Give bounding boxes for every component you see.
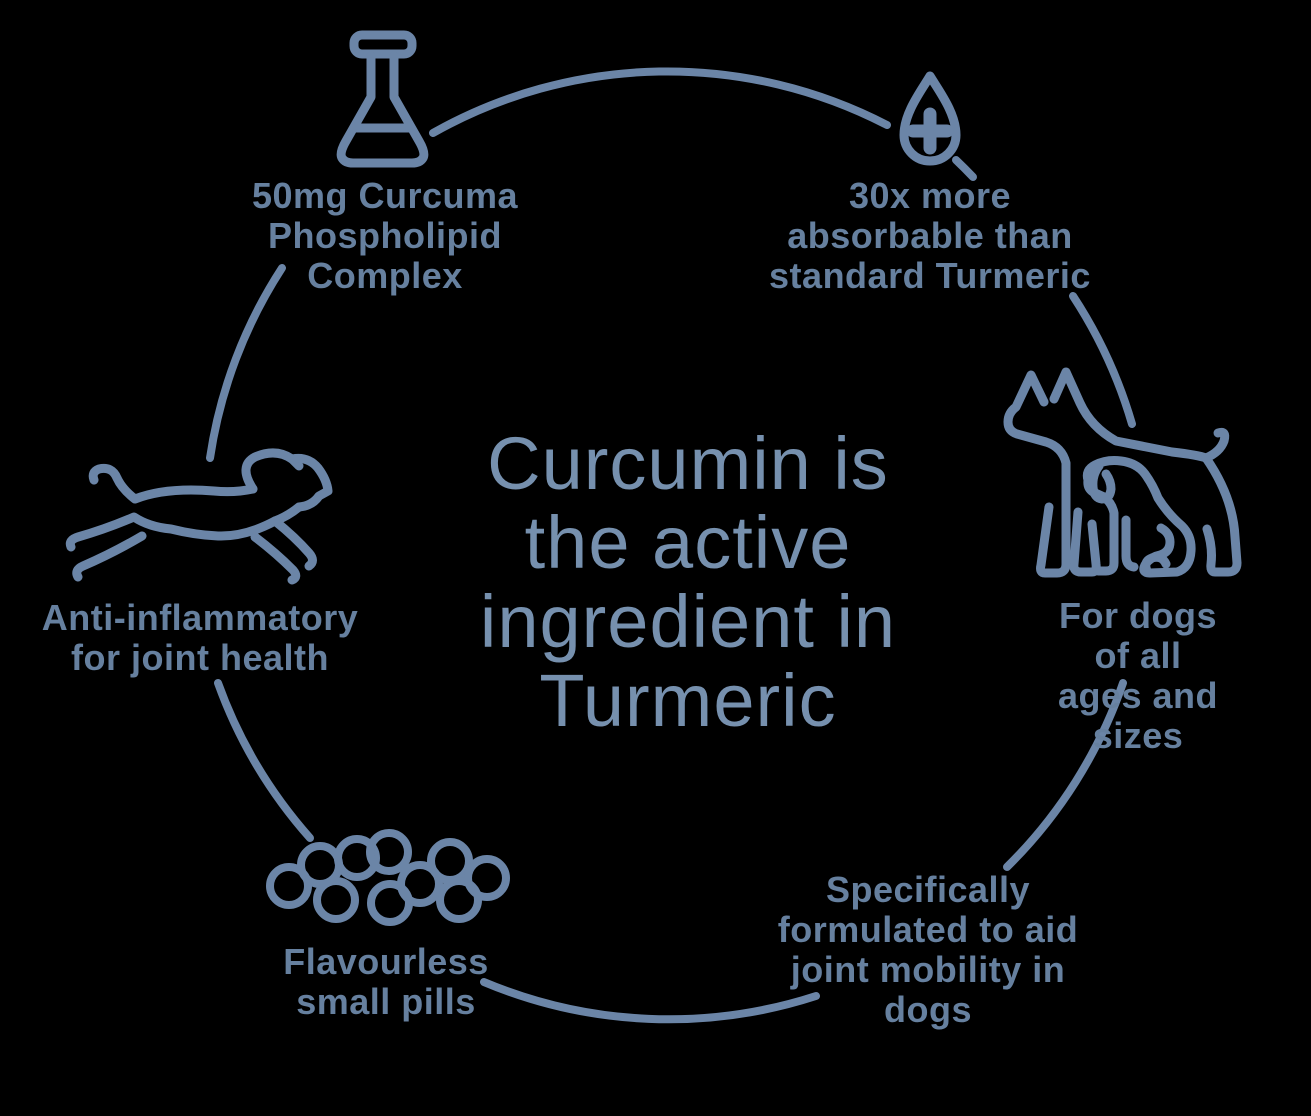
arc-left-lower xyxy=(214,679,314,842)
pills-icon xyxy=(266,829,510,926)
running-dog-icon xyxy=(65,448,333,585)
arc-right-lower xyxy=(1003,679,1127,871)
droplet-plus-icon xyxy=(899,71,961,166)
label-dogs-ages-sizes: For dogs of all ages and sizes xyxy=(1057,595,1219,756)
center-title: Curcumin is the active ingredient in Tur… xyxy=(479,422,897,742)
flask-icon xyxy=(336,30,429,168)
arc-bottom xyxy=(480,978,820,1024)
arc-tick-droplet xyxy=(952,156,977,181)
label-curcuma-complex: 50mg Curcuma Phospholipid Complex xyxy=(251,175,519,296)
label-absorbable: 30x more absorbable than standard Turmer… xyxy=(769,175,1091,296)
label-anti-inflammatory: Anti-inflammatory for joint health xyxy=(41,597,359,678)
arc-top xyxy=(429,67,891,137)
dogs-icon xyxy=(1003,367,1242,578)
label-flavourless-pills: Flavourless small pills xyxy=(283,941,489,1022)
label-joint-mobility: Specifically formulated to aid joint mob… xyxy=(777,869,1079,1030)
ring-arcs xyxy=(206,67,1136,1024)
sitting-dog-icon xyxy=(1082,456,1196,578)
arc-right-upper xyxy=(1069,292,1136,428)
arc-left-upper xyxy=(206,264,286,462)
